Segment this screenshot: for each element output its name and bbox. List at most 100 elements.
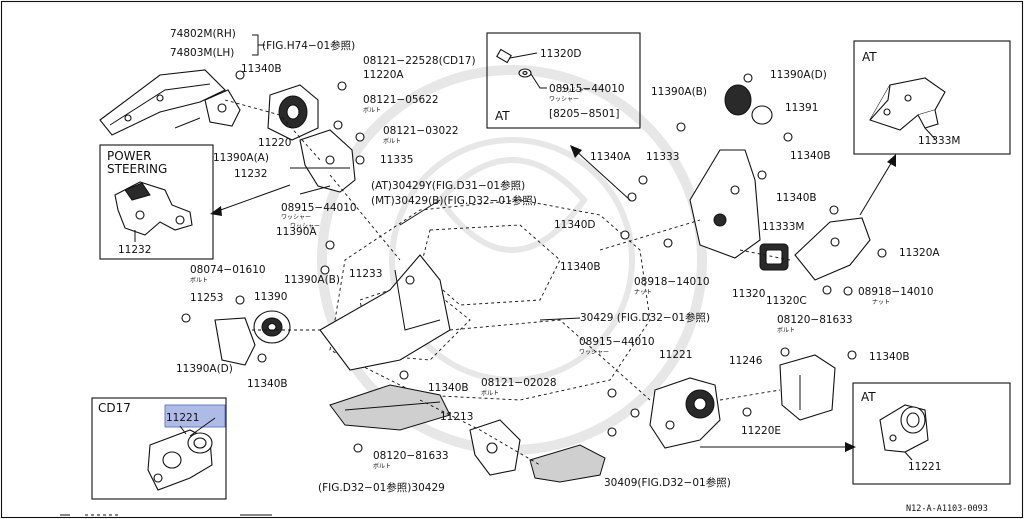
label-08915-a[interactable]: 08915−44010	[281, 202, 357, 214]
under-cover-11213[interactable]	[329, 384, 451, 431]
label-08121-05622[interactable]: 08121−05622	[363, 94, 439, 106]
label-08918-b[interactable]: 08918−14010	[858, 286, 934, 298]
label-08918-a[interactable]: 08918−14010	[634, 276, 710, 288]
inset-at-right-bottom-frame	[852, 382, 1011, 485]
label-11333m[interactable]: 11333M	[762, 221, 804, 233]
inset-at-right-bottom-mount-icon	[879, 404, 929, 461]
label-11390a-b-top[interactable]: 11390A(B)	[651, 86, 707, 98]
label-11220[interactable]: 11220	[258, 137, 291, 149]
mount-11221[interactable]	[649, 377, 721, 449]
label-74802m[interactable]: 74802M(RH)	[170, 28, 236, 40]
inset-cd17-frame	[91, 397, 227, 500]
label-11335[interactable]: 11335	[380, 154, 413, 166]
label-bolt-5: ボルト	[373, 462, 391, 470]
label-bolt-6: ボルト	[777, 326, 795, 334]
label-11340b-mid[interactable]: 11340B	[428, 382, 469, 394]
label-11390a-d-top[interactable]: 11390A(D)	[770, 69, 827, 81]
inset-cd17[interactable]: CD17 11221	[91, 397, 227, 500]
label-11340b-r3[interactable]: 11340B	[869, 351, 910, 363]
inset-at-top-bolt-label: 11320D	[540, 48, 582, 60]
label-11253[interactable]: 11253	[190, 292, 223, 304]
inset-at-top-note: [8205−8501]	[549, 108, 619, 120]
label-30429-mid[interactable]: 30429 (FIG.D32−01参照)	[580, 311, 710, 324]
label-11390a-d[interactable]: 11390A(D)	[176, 363, 233, 375]
label-11390a-b[interactable]: 11390A(B)	[284, 274, 340, 286]
label-11320a[interactable]: 11320A	[899, 247, 940, 259]
label-11246[interactable]: 11246	[729, 355, 763, 367]
label-30409[interactable]: 30409(FIG.D32−01参照)	[604, 476, 731, 489]
inset-at-right-bottom-part-label: 11221	[908, 461, 941, 473]
mount-bracket-74802m[interactable]	[99, 69, 226, 136]
label-11391[interactable]: 11391	[785, 102, 818, 114]
label-11340b-c[interactable]: 11340B	[560, 261, 601, 273]
label-11232-main[interactable]: 11232	[234, 168, 267, 180]
label-11220e[interactable]: 11220E	[741, 425, 781, 437]
label-washer-2: ワッシャー	[579, 349, 609, 356]
label-74803m[interactable]: 74803M(LH)	[170, 47, 234, 59]
label-30429b[interactable]: (MT)30429(B)(FIG.D32−01参照)	[371, 194, 537, 207]
label-08074-01610[interactable]: 08074−01610	[190, 264, 266, 276]
label-11221-mid[interactable]: 11221	[659, 349, 692, 361]
inset-at-right-top-bracket-icon	[869, 77, 946, 140]
label-11390[interactable]: 11390	[254, 291, 287, 303]
label-08121-02028[interactable]: 08121−02028	[481, 377, 557, 389]
mount-bracket-11246[interactable]	[779, 354, 836, 421]
label-08120-81633-b[interactable]: 08120−81633	[777, 314, 853, 326]
leader-lines	[189, 99, 791, 466]
label-08120-81633-a[interactable]: 08120−81633	[373, 450, 449, 462]
mount-bracket-11220a[interactable]	[204, 89, 241, 127]
mount-bracket-11333m[interactable]	[794, 217, 871, 281]
label-bolt-3: ボルト	[190, 276, 208, 284]
label-11213[interactable]: 11213	[440, 411, 473, 423]
label-11340b-left[interactable]: 11340B	[247, 378, 288, 390]
mount-11320[interactable]	[759, 243, 789, 271]
label-bolt-1: ボルト	[363, 106, 381, 114]
label-11390a-a[interactable]: 11390A(A)	[213, 152, 269, 164]
callout-bracket-74802	[252, 34, 265, 56]
inset-power-steering-bracket-icon	[114, 181, 193, 242]
label-11340b-a[interactable]: 11340B	[241, 63, 282, 75]
inset-cd17-title: CD17	[98, 401, 131, 415]
diagram-code: N12-A-A1103-0093	[906, 504, 988, 514]
mount-11390[interactable]	[253, 310, 291, 344]
inset-power-steering[interactable]: POWER STEERING 11232	[99, 144, 214, 260]
inset-at-right-top-part-label: 11333M	[918, 135, 960, 147]
inset-cd17-part-label[interactable]: 11221	[166, 412, 199, 424]
label-11340b-r2[interactable]: 11340B	[776, 192, 817, 204]
label-11320[interactable]: 11320	[732, 288, 765, 300]
inset-at-top[interactable]: AT 11320D 08915−44010 ワッシャー [8205−8501]	[486, 32, 641, 129]
label-fig-d32-bottom[interactable]: (FIG.D32−01参照)30429	[318, 481, 445, 494]
label-11340b-r1[interactable]: 11340B	[790, 150, 831, 162]
callout-labels: 74802M(RH) 74803M(LH) (FIG.H74−01参照) 113…	[170, 28, 940, 494]
label-nut-1: ナット	[634, 289, 652, 296]
inset-at-right-bottom[interactable]: AT 11221	[852, 382, 1011, 485]
label-11333[interactable]: 11333	[646, 151, 679, 163]
label-11340a[interactable]: 11340A	[590, 151, 631, 163]
label-08915-b[interactable]: 08915−44010	[579, 336, 655, 348]
inset-at-right-top[interactable]: AT 11333M	[853, 40, 1011, 155]
mount-bracket-11253[interactable]	[214, 317, 256, 366]
cover-30409[interactable]	[529, 444, 606, 483]
label-washer-4: ワッシャー	[290, 223, 320, 230]
label-08121-03022[interactable]: 08121−03022	[383, 125, 459, 137]
label-08121-22528[interactable]: 08121−22528(CD17)	[363, 55, 476, 67]
inset-at-top-title: AT	[495, 109, 510, 123]
mount-bracket-11233[interactable]	[319, 254, 451, 371]
label-11220a[interactable]: 11220A	[363, 69, 404, 81]
inset-power-steering-title-line2: STEERING	[107, 162, 167, 176]
label-11233[interactable]: 11233	[349, 268, 382, 280]
mount-bracket-11232[interactable]	[299, 129, 356, 193]
bracket-30429-bottom[interactable]	[469, 419, 521, 476]
label-11340d[interactable]: 11340D	[554, 219, 596, 231]
label-11320c[interactable]: 11320C	[766, 295, 807, 307]
inset-at-right-top-title: AT	[862, 50, 877, 64]
label-fig-h74[interactable]: (FIG.H74−01参照)	[262, 39, 355, 52]
mount-11220[interactable]	[267, 84, 319, 141]
mount-bracket-11333[interactable]	[689, 149, 761, 259]
label-bolt-4: ボルト	[481, 389, 499, 397]
label-30429y[interactable]: (AT)30429Y(FIG.D31−01参照)	[371, 179, 525, 192]
label-11390a-left[interactable]: 11390A	[276, 226, 317, 238]
mount-rubber-11391[interactable]	[724, 84, 773, 125]
